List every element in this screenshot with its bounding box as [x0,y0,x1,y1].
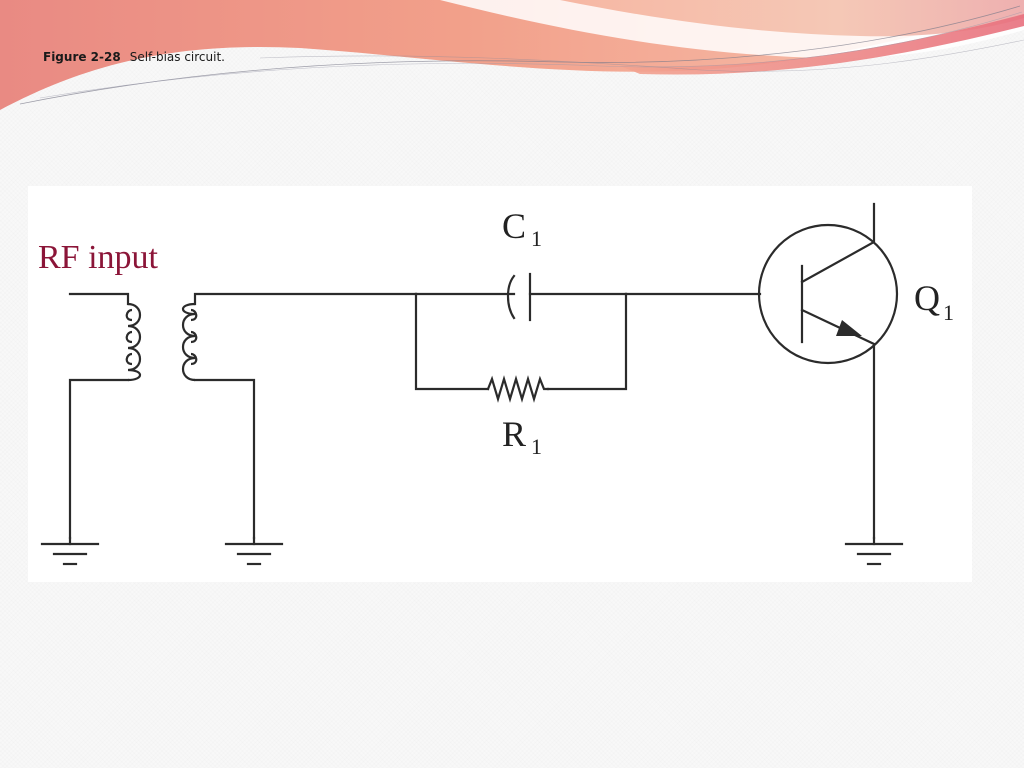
rc-network [414,292,762,391]
ground-symbol-middle [224,536,284,566]
emitter-arrow [836,320,862,336]
header-thin-line-2 [39,11,1023,99]
coil-loops [125,308,198,366]
header-ribbon-pink [620,14,1024,75]
transistor-label-subscript: 1 [943,300,954,325]
header-wave-peach [560,0,1024,37]
capacitor-label-letter: C [502,206,526,246]
ground-symbol-left [40,536,100,566]
header-thin-line-3 [259,39,1024,72]
ground-symbol-right [844,536,904,566]
transistor-q1 [757,202,899,540]
transistor-label-letter: Q [914,278,940,318]
header-decoration [0,0,1024,110]
rf-input-label: RF input [38,239,159,276]
transformer-secondary [181,292,418,540]
transformer-primary [68,292,142,540]
resistor-r1 [486,375,550,403]
capacitor-c1 [506,272,532,322]
figure-caption: Figure 2-28 Self-bias circuit. [43,50,225,64]
resistor-label-letter: R [502,414,526,454]
figure-panel: RF input [28,186,972,582]
figure-title: Self-bias circuit. [129,50,225,64]
figure-number: Figure 2-28 [43,50,121,64]
capacitor-label-subscript: 1 [531,226,542,251]
self-bias-circuit-diagram: RF input [38,202,954,566]
resistor-label-subscript: 1 [531,434,542,459]
